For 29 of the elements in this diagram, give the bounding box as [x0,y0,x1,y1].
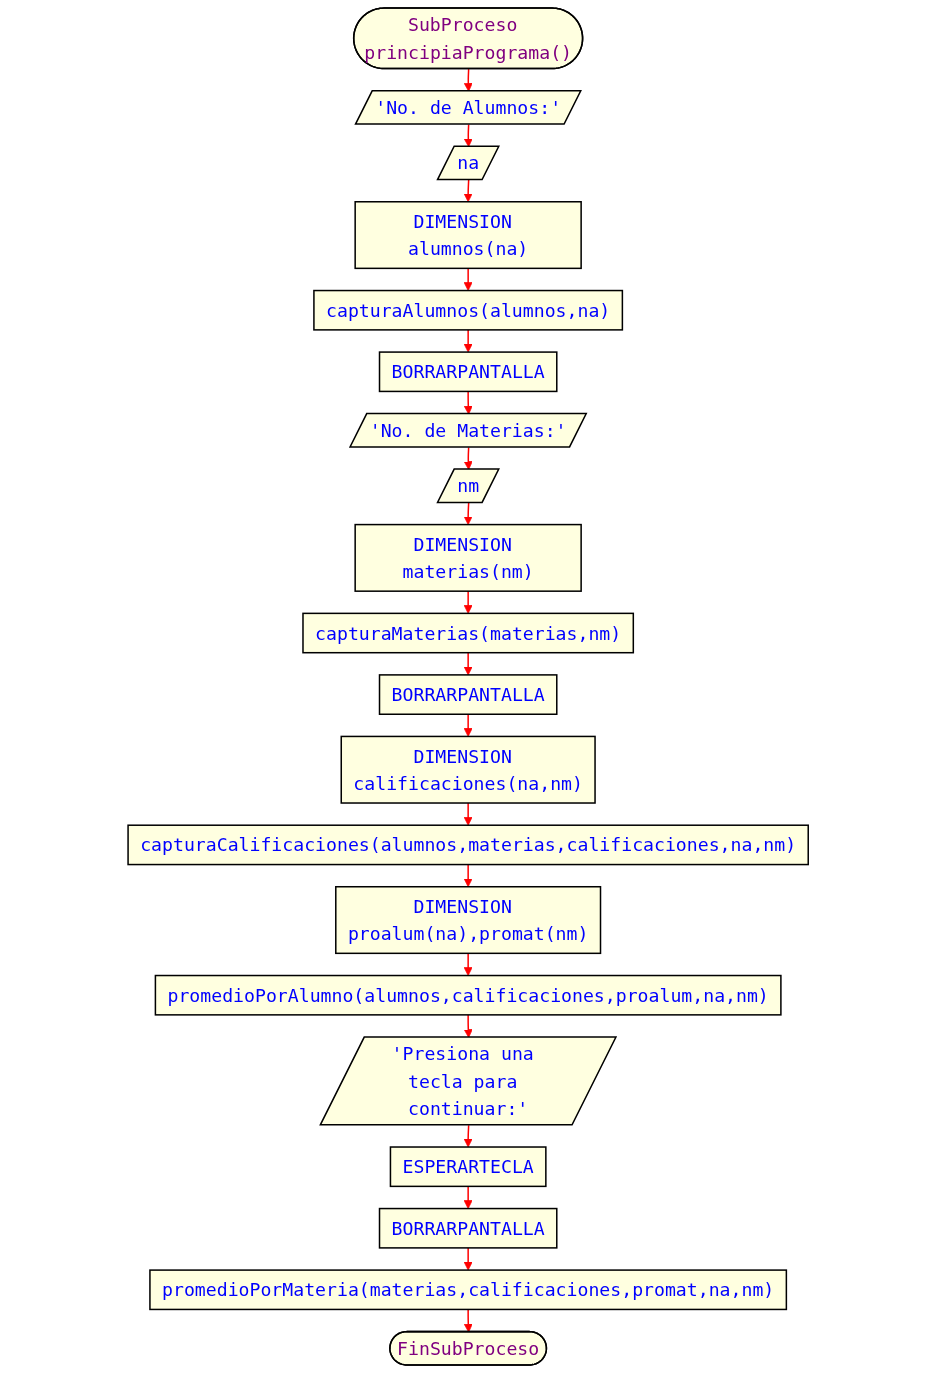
arrow [464,651,473,676]
arrow [464,1124,473,1148]
node-box: ESPERARTECLA [390,1146,547,1188]
arrow [464,1247,473,1271]
node-box: DIMENSION proalum(na),promat(nm) [335,886,602,955]
arrow [464,1014,474,1038]
node-box: capturaAlumnos(alumnos,na) [313,289,624,331]
node-box: capturaCalificaciones(alumnos,materias,calificaciones,na,nm) [127,824,810,866]
arrow [464,267,473,291]
arrow [464,179,473,203]
arrow [464,502,473,525]
arrow [464,446,474,470]
node-box: DIMENSION alumnos(na) [354,201,583,270]
node-box: promedioPorMateria(materias,calificaciones,promat,na,nm) [149,1269,788,1311]
node-box: BORRARPANTALLA [379,1207,558,1249]
arrow [464,952,473,976]
arrow [464,863,473,888]
arrow [464,590,473,614]
node-box: DIMENSION materias(nm) [354,523,583,592]
arrow [464,329,473,353]
arrow [464,802,473,826]
arrow [464,1308,474,1333]
node-box: capturaMaterias(materias,nm) [302,612,635,654]
arrow [464,1185,473,1209]
node-box: BORRARPANTALLA [379,674,558,715]
node-box: DIMENSION calificaciones(na,nm) [340,735,597,804]
node-box: BORRARPANTALLA [379,351,558,393]
node-box: promedioPorAlumno(alumnos,calificaciones,proalum,na,nm) [155,974,782,1016]
arrow [464,713,473,737]
